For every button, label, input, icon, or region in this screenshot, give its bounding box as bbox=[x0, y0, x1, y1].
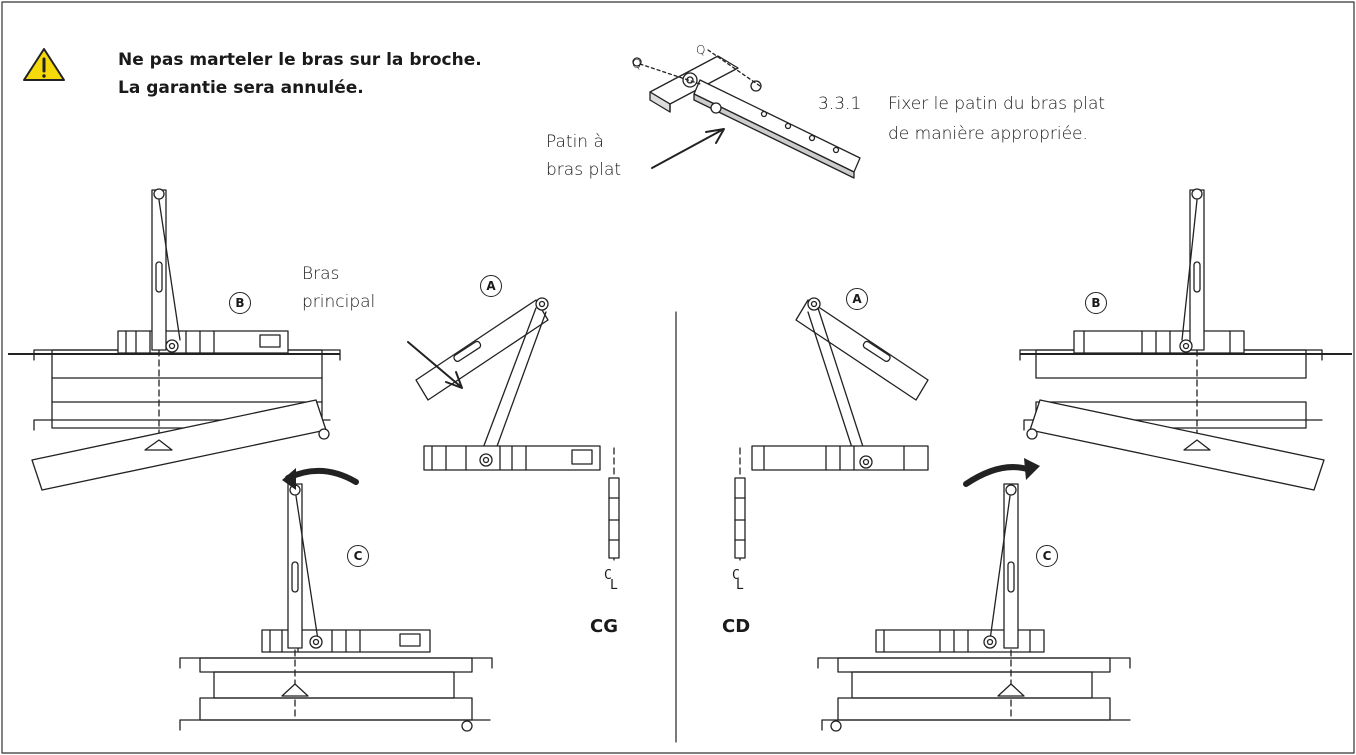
rotation-arrow-left bbox=[285, 467, 359, 485]
left-view-b bbox=[8, 188, 341, 491]
screw-label-2: Q bbox=[696, 43, 706, 57]
flat-arm-shoe-pointer bbox=[651, 129, 723, 169]
side-label-left: CG bbox=[590, 616, 618, 637]
right-view-a bbox=[734, 297, 929, 561]
side-label-right: CD bbox=[722, 616, 751, 637]
centerline-l-right: L bbox=[736, 578, 744, 593]
warning-line-1: Ne pas marteler le bras sur la broche. bbox=[118, 50, 482, 70]
main-arm-pointer bbox=[407, 341, 461, 387]
main-arm-arrowhead bbox=[445, 371, 463, 389]
marker-b-left: B bbox=[229, 292, 251, 314]
warning-triangle-icon bbox=[23, 48, 65, 81]
screw-label-1: Q bbox=[632, 57, 642, 71]
left-view-a bbox=[415, 297, 620, 561]
warning-line-2: La garantie sera annulée. bbox=[118, 78, 364, 98]
centerline-l-left: L bbox=[610, 578, 618, 593]
right-view-b bbox=[1019, 188, 1352, 491]
centerline-c-left: C bbox=[604, 568, 612, 583]
marker-c-left: C bbox=[347, 545, 369, 567]
right-view-c bbox=[817, 458, 1131, 732]
centerline-c-right: C bbox=[732, 568, 740, 583]
step-text-line-1: Fixer le patin du bras plat bbox=[888, 94, 1106, 114]
marker-c-right: C bbox=[1036, 545, 1058, 567]
main-arm-label-line-2: principal bbox=[302, 292, 376, 312]
flat-arm-shoe-arrowhead bbox=[705, 128, 725, 144]
marker-a-right: A bbox=[846, 288, 868, 310]
flat-arm-shoe-drawing bbox=[632, 49, 861, 179]
flat-arm-shoe-label-line-1: Patin à bbox=[546, 132, 604, 152]
step-number: 3.3.1 bbox=[818, 94, 862, 114]
flat-arm-shoe-label-line-2: bras plat bbox=[546, 160, 622, 180]
marker-a-left: A bbox=[480, 275, 502, 297]
left-view-c bbox=[179, 467, 493, 732]
step-text-line-2: de manière appropriée. bbox=[888, 124, 1088, 144]
rotation-arrow-right bbox=[963, 464, 1033, 487]
main-arm-label-line-1: Bras bbox=[302, 264, 340, 284]
marker-b-right: B bbox=[1085, 292, 1107, 314]
